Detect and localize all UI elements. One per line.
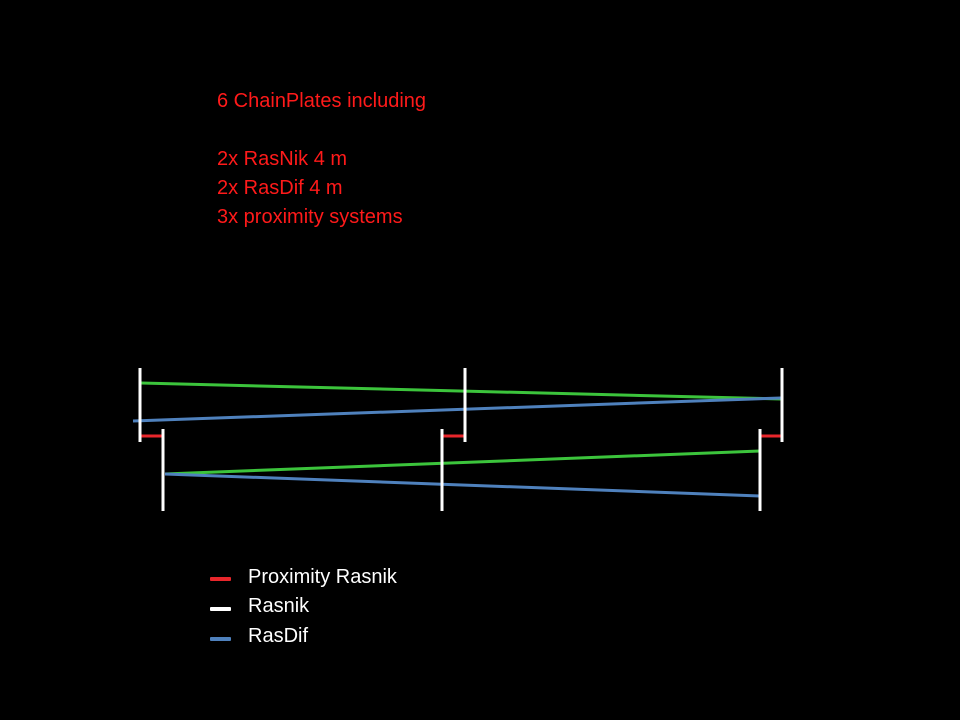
legend-label-proximity: Proximity Rasnik xyxy=(248,566,397,588)
legend-swatch-rasdif xyxy=(210,637,231,641)
legend-label-rasnik: Rasnik xyxy=(248,595,310,617)
legend-swatch-rasnik xyxy=(210,607,231,611)
rasnik-line-lower xyxy=(164,449,761,476)
legend-label-rasdif: RasDif xyxy=(248,625,309,647)
info-line-proximity: 3x proximity systems xyxy=(217,206,403,228)
legend-swatch-proximity xyxy=(210,577,231,581)
rasdif-line-lower xyxy=(164,472,761,498)
info-heading: 6 ChainPlates including xyxy=(217,90,427,112)
rasnik-line-upper xyxy=(140,381,782,401)
info-line-rasnik: 2x RasNik 4 m xyxy=(217,148,348,170)
rasdif-line-upper xyxy=(132,396,782,423)
info-line-rasdif: 2x RasDif 4 m xyxy=(217,177,343,199)
